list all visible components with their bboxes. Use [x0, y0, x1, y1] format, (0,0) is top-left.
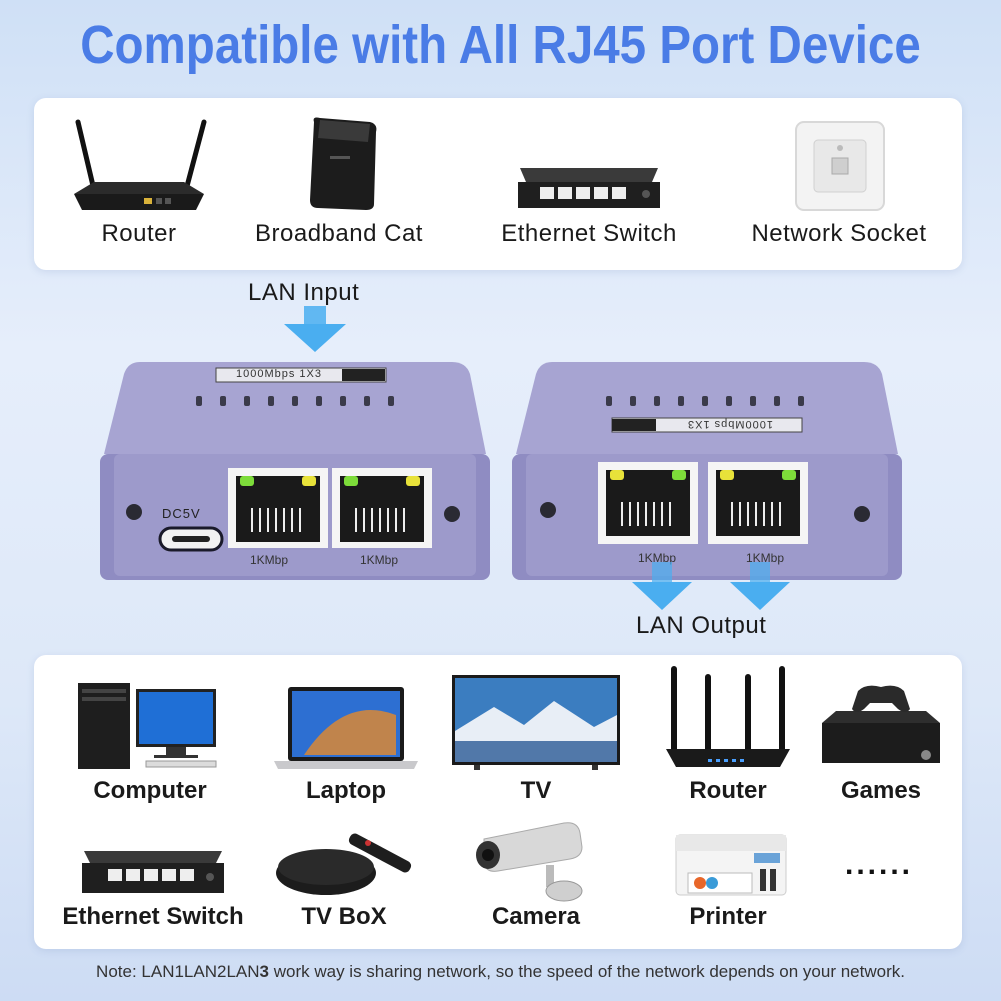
- input-device-ethernet-switch: Ethernet Switch: [484, 112, 694, 262]
- input-device-router: Router: [64, 112, 214, 262]
- output-device-label: TV BoX: [301, 903, 387, 930]
- input-device-network-socket: Network Socket: [734, 112, 944, 262]
- lan-output-label: LAN Output: [636, 612, 767, 639]
- note-bold: 3: [259, 962, 269, 981]
- router-icon: [74, 119, 207, 210]
- output-device-ethernet-switch: Ethernet Switch: [58, 825, 248, 945]
- output-device-tv-box: TV BoX: [264, 825, 424, 945]
- input-devices-card: Router Broadband Cat Ethernet Switch: [34, 98, 962, 270]
- output-devices-card: Computer Laptop TV: [34, 655, 962, 949]
- down-arrow-icon: [284, 306, 346, 352]
- ethernet-switch-icon: [82, 851, 224, 893]
- ethernet-switch-icon: [518, 168, 660, 208]
- output-device-label: Games: [840, 777, 922, 804]
- output-device-label: Camera: [491, 903, 581, 930]
- output-device-label: Ethernet Switch: [62, 903, 244, 930]
- output-device-label: Printer: [689, 903, 767, 930]
- lan-input-label: LAN Input: [248, 279, 360, 306]
- output-device-router: Router: [646, 663, 810, 811]
- output-device-label: Router: [689, 777, 767, 804]
- camera-icon: [476, 822, 583, 902]
- tv-box-icon: [276, 833, 412, 895]
- more-dots-icon: ......: [844, 848, 913, 881]
- tv-icon: [452, 675, 620, 770]
- port-speed-label: 1KMbp: [360, 553, 399, 567]
- down-arrow-icon: [632, 562, 692, 610]
- router-icon: [666, 666, 790, 767]
- input-device-label: Broadband Cat: [255, 220, 423, 247]
- splitter-device-right: 1000Mbps 1X3 1KMbp 1KMbp: [512, 358, 902, 580]
- output-device-label: Laptop: [306, 777, 386, 804]
- device-model-label: 1000Mbps 1X3: [687, 418, 773, 430]
- page-title: Compatible with All RJ45 Port Device: [80, 15, 921, 75]
- output-device-label: TV: [520, 777, 552, 804]
- note-prefix: Note: LAN1LAN2LAN: [96, 962, 260, 981]
- output-device-games: Games: [814, 675, 948, 811]
- down-arrow-icon: [730, 562, 790, 610]
- computer-icon: [78, 683, 217, 769]
- output-device-computer: Computer: [68, 675, 232, 811]
- input-device-broadband-cat: Broadband Cat: [244, 112, 434, 262]
- network-socket-icon: [795, 121, 885, 211]
- input-device-label: Router: [101, 220, 177, 247]
- output-device-laptop: Laptop: [264, 675, 428, 811]
- dc5v-label: DC5V: [162, 506, 201, 521]
- note-suffix: work way is sharing network, so the spee…: [269, 962, 905, 981]
- output-device-camera: Camera: [454, 817, 618, 945]
- splitter-device-left: 1000Mbps 1X3 DC5V 1KMbp 1KMbp: [100, 358, 490, 580]
- printer-icon: [675, 834, 787, 896]
- footnote: Note: LAN1LAN2LAN3 work way is sharing n…: [0, 962, 1001, 982]
- output-device-tv: TV: [444, 671, 628, 811]
- port-speed-label: 1KMbp: [638, 551, 677, 565]
- device-model-label: 1000Mbps 1X3: [236, 368, 322, 380]
- broadband-cat-icon: [310, 117, 377, 210]
- port-speed-label: 1KMbp: [746, 551, 785, 565]
- output-device-more: ......: [824, 848, 934, 895]
- port-speed-label: 1KMbp: [250, 553, 289, 567]
- game-console-icon: [822, 685, 940, 763]
- input-device-label: Network Socket: [751, 220, 927, 247]
- input-device-label: Ethernet Switch: [501, 220, 677, 247]
- output-device-label: Computer: [93, 777, 207, 804]
- output-device-printer: Printer: [648, 825, 808, 945]
- laptop-icon: [274, 687, 418, 769]
